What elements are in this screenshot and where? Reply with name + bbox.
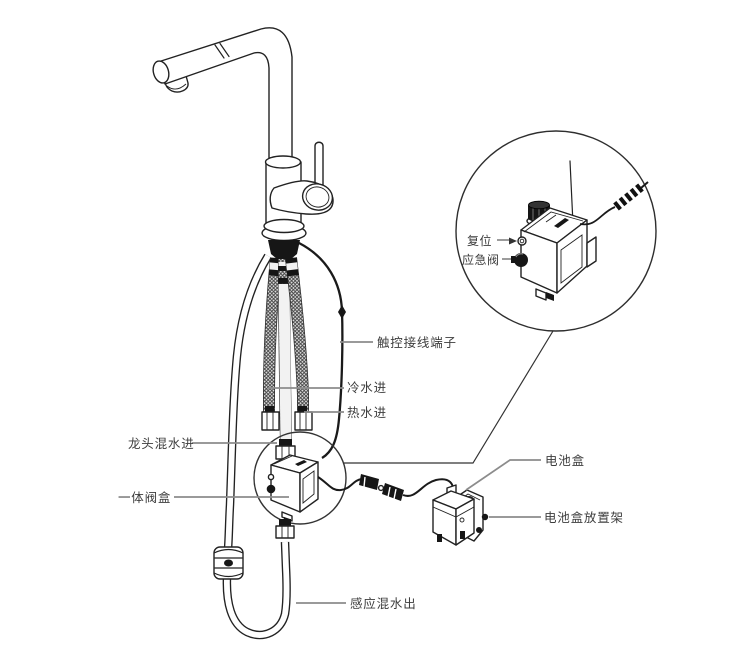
label-battery-bracket: 电池盒放置架: [544, 510, 624, 525]
handle-face: [301, 183, 334, 211]
cable-jack: [382, 483, 404, 501]
hoses: [222, 240, 346, 640]
touch-wire-connector: [338, 305, 346, 319]
label-touch-terminal: 触控接线端子: [377, 335, 457, 350]
hose-weight: [213, 546, 244, 580]
cable-plug: [359, 474, 379, 490]
spray-head-cap: [152, 60, 170, 84]
mixed-hose: [278, 257, 292, 445]
valve-emergency-knob: [266, 484, 276, 494]
label-hot-in: 热水进: [347, 405, 387, 420]
label-cold-in: 冷水进: [347, 380, 387, 395]
label-valve-box: 一体阀盒: [118, 490, 171, 505]
leader-bracket-dot: [481, 513, 489, 521]
detail-cable-connector: [613, 181, 649, 211]
detail-connector-line: [344, 330, 554, 464]
outlet-hose-core: [223, 541, 290, 638]
valve-box-right-face: [299, 461, 319, 513]
aerator-rim: [166, 83, 187, 90]
labels: 触控接线端子 冷水进 热水进 龙头混水进 一体阀盒 感应混水出 电池盒 电池盒放…: [118, 233, 624, 611]
detail-view: [344, 130, 657, 464]
spray-head-seam: [214, 42, 230, 59]
mounting-nut: [268, 240, 300, 259]
valve-outlet-nut: [275, 525, 295, 539]
pullout-hose-upper-core: [225, 254, 271, 550]
leader-battery-box: [465, 459, 541, 491]
label-reset: 复位: [467, 233, 492, 248]
label-faucet-mix-in: 龙头混水进: [128, 436, 195, 451]
flange-upper: [263, 218, 305, 234]
detail-box-step: [586, 236, 597, 268]
valve-box-left-face: [270, 464, 301, 513]
touch-wire: [298, 241, 344, 459]
bracket-screw: [476, 527, 482, 533]
label-sensor-mix-out: 感应混水出: [350, 596, 417, 611]
handle-stick: [314, 141, 324, 186]
detail-antenna-wire: [569, 160, 574, 225]
valve-box-assembly: [266, 439, 455, 539]
hot-hose: [285, 257, 309, 412]
faucet: [152, 27, 334, 242]
spout: [157, 27, 293, 159]
detail-emergency-knob: [511, 253, 528, 267]
body-top-ring: [264, 155, 302, 169]
detail-cable: [579, 206, 616, 226]
cold-hose-fitting: [261, 406, 280, 431]
leader-reset-arrow: [509, 237, 517, 245]
valve-inlet-collar: [279, 439, 292, 446]
battery-assembly: [432, 484, 484, 546]
valve-reset-screw: [267, 473, 275, 481]
label-emergency: 应急阀: [462, 252, 500, 267]
valve-cable: [317, 476, 363, 492]
zoom-source-circle: [253, 431, 347, 525]
handle-face-inner: [305, 186, 330, 208]
cold-hose: [263, 257, 282, 412]
label-battery-box: 电池盒: [545, 453, 585, 468]
valve-bottom-tab: [281, 511, 293, 522]
detail-reset-screw: [517, 236, 527, 246]
valve-outlet-collar: [279, 519, 291, 526]
